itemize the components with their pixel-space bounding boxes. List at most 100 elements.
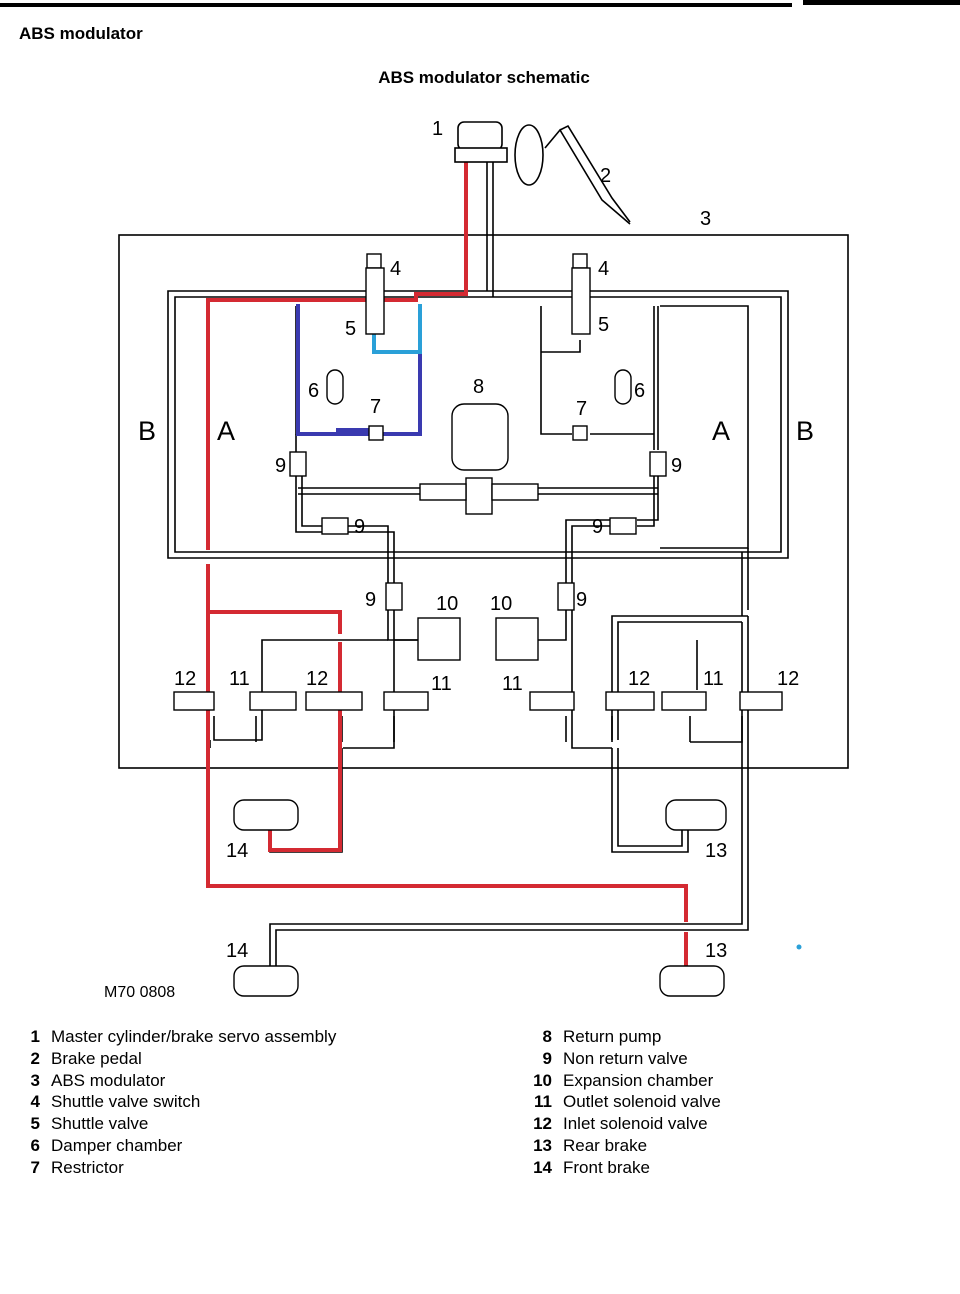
restrictor-left: [368, 425, 384, 441]
legend-item: 14 Front brake: [490, 1157, 790, 1179]
callout-13-upper: 13: [705, 840, 727, 862]
pressure-line-primary: [206, 156, 468, 550]
nrv-right-mid: [557, 582, 575, 611]
legend-text: Damper chamber: [51, 1135, 183, 1155]
outlet-solenoid-3: [529, 691, 575, 711]
legend-text: Master cylinder/brake servo assembly: [51, 1027, 337, 1046]
nrv-left-mid: [385, 582, 403, 611]
brake-pedal: [544, 128, 631, 225]
legend-number: 4: [30, 1092, 40, 1112]
restrictor-right: [572, 425, 588, 441]
rear-brake-caliper-upper: [665, 799, 727, 831]
legend-item: 9 Non return valve: [490, 1048, 790, 1070]
cyan-dot: [796, 944, 802, 950]
pressure-line-left-bank: [206, 564, 342, 634]
circuit-label-b-left: B: [138, 416, 156, 446]
callout-11-b: 11: [431, 673, 452, 695]
legend-number: 6: [30, 1135, 40, 1155]
callout-12-a: 12: [174, 668, 196, 690]
legend-text: Outlet solenoid valve: [563, 1092, 721, 1112]
circuit-a-right: [660, 305, 749, 549]
callout-14-upper: 14: [226, 840, 248, 862]
inlet-solenoid-1: [173, 691, 215, 711]
callout-8: 8: [473, 376, 484, 398]
nrv-right-upper: [649, 451, 667, 477]
outlet-solenoid-1: [249, 691, 297, 711]
rear-brake-caliper-lower: [659, 965, 725, 997]
pump-piston-left: [419, 483, 467, 501]
legend-text: Return pump: [563, 1027, 662, 1046]
nrv-right-lower: [609, 517, 637, 535]
callout-9-a: 9: [275, 455, 286, 477]
callout-9-c: 9: [354, 516, 365, 538]
legend-text: Rear brake: [563, 1135, 648, 1155]
callout-6-right: 6: [634, 380, 645, 402]
nrv-left-lower: [321, 517, 349, 535]
legend-text: Shuttle valve switch: [51, 1092, 201, 1112]
pressure-line-rear: [206, 610, 688, 922]
brake-servo: [514, 124, 544, 186]
pressure-line-front: [268, 642, 342, 852]
outlet-solenoid-4: [661, 691, 707, 711]
legend-text: Expansion chamber: [563, 1070, 714, 1090]
callout-13-lower: 13: [705, 940, 727, 962]
damper-chamber-left: [326, 369, 344, 405]
callout-9-b: 9: [671, 455, 682, 477]
inlet-solenoid-2: [305, 691, 363, 711]
legend-number: 2: [30, 1048, 40, 1068]
callout-7-right: 7: [576, 398, 587, 420]
legend-text: Shuttle valve: [51, 1114, 149, 1134]
legend-text: Brake pedal: [51, 1048, 142, 1068]
return-line: [296, 304, 422, 436]
legend-text: Non return valve: [563, 1048, 688, 1068]
legend-number: 10: [533, 1070, 552, 1090]
legend-text: Front brake: [563, 1157, 650, 1177]
callout-2: 2: [600, 165, 611, 187]
legend-item: 11 Outlet solenoid valve: [490, 1091, 790, 1113]
inlet-solenoid-3: [605, 691, 655, 711]
callout-9-d: 9: [592, 516, 603, 538]
legend-item: 10 Expansion chamber: [490, 1070, 790, 1092]
legend-number: 1: [30, 1027, 40, 1046]
shuttle-valve-left: [365, 267, 385, 335]
callout-12-d: 12: [777, 668, 799, 690]
legend-number: 3: [30, 1070, 40, 1090]
legend-text: Restrictor: [51, 1157, 124, 1177]
callout-5-right: 5: [598, 314, 609, 336]
damper-chamber-right: [614, 369, 632, 405]
legend-item: 1 Master cylinder/brake servo assembly: [0, 1026, 370, 1048]
callout-11-a: 11: [229, 668, 250, 690]
section-title: ABS modulator: [19, 24, 143, 43]
legend-text: ABS modulator: [51, 1070, 166, 1090]
pump-body: [465, 477, 493, 515]
callout-12-c: 12: [628, 668, 650, 690]
left-return: [295, 306, 420, 435]
callout-9-f: 9: [576, 589, 587, 611]
callout-9-e: 9: [365, 589, 376, 611]
callout-11-d: 11: [703, 668, 724, 690]
return-pump: [451, 403, 509, 471]
legend-number: 12: [533, 1114, 552, 1134]
callout-4-left: 4: [390, 258, 401, 280]
legend-item: 6 Damper chamber: [0, 1135, 370, 1157]
figure-title: ABS modulator schematic: [378, 68, 590, 87]
legend-number: 9: [542, 1048, 552, 1068]
legend-number: 11: [534, 1092, 552, 1112]
callout-4-right: 4: [598, 258, 609, 280]
legend-number: 14: [533, 1157, 552, 1177]
circuit-label-b-right: B: [796, 416, 814, 446]
top-tab: [803, 0, 960, 5]
callout-11-c: 11: [502, 673, 523, 695]
inlet-solenoid-4: [739, 691, 783, 711]
callout-12-b: 12: [306, 668, 328, 690]
callout-14-lower: 14: [226, 940, 248, 962]
figure-reference: M70 0808: [104, 984, 175, 1001]
expansion-chamber-left: [417, 617, 461, 661]
